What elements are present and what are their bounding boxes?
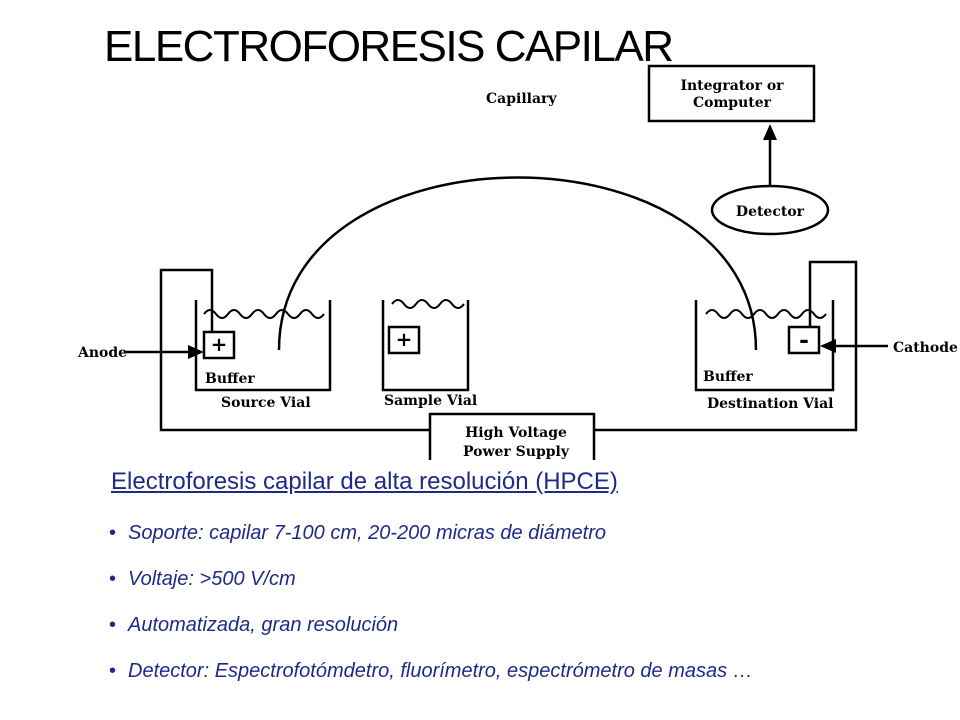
- bullet-list: • Soporte: capilar 7-100 cm, 20-200 micra…: [109, 518, 753, 702]
- sample-electrode: [387, 325, 421, 355]
- label-power-line1: High Voltage: [465, 425, 567, 441]
- label-capillary: Capillary: [486, 91, 557, 107]
- label-destination-vial: Destination Vial: [707, 396, 833, 412]
- label-cathode: Cathode: [893, 340, 958, 356]
- section-subtitle: Electroforesis capilar de alta resolució…: [111, 468, 618, 495]
- anode-plus-sign: +: [211, 332, 228, 356]
- sample-vial: [381, 300, 470, 392]
- label-integrator-line2: Computer: [693, 95, 772, 111]
- integrator-box: [647, 64, 816, 123]
- source-vial: [194, 300, 332, 392]
- bullet-marker: •: [109, 522, 117, 544]
- bullet-item: • Soporte: capilar 7-100 cm, 20-200 micra…: [109, 518, 753, 564]
- label-source-buffer: Buffer: [205, 371, 255, 387]
- bullet-item: • Detector: Espectrofotómdetro, fluorímet…: [109, 656, 753, 702]
- power-supply-box: [428, 412, 596, 460]
- sample-surface: [391, 299, 465, 309]
- cathode-arrow-head-icon: [820, 339, 836, 353]
- sample-plus-sign: +: [396, 327, 413, 351]
- bullet-marker: •: [109, 660, 117, 682]
- bullet-marker: •: [109, 614, 117, 636]
- bullet-item: • Voltaje: >500 V/cm: [109, 564, 753, 610]
- cathode-minus-sign: -: [799, 325, 809, 354]
- bullet-item: • Automatizada, gran resolución: [109, 610, 753, 656]
- bullet-text: Detector: Espectrofotómdetro, fluorímetr…: [128, 660, 753, 682]
- anode-arrow-head-icon: [188, 345, 204, 359]
- capillary-tube: [277, 176, 758, 351]
- slide-title: ELECTROFORESIS CAPILAR: [104, 22, 674, 71]
- anode-electrode: [202, 330, 236, 360]
- label-power-line2: Power Supply: [463, 444, 570, 460]
- label-anode: Anode: [77, 345, 127, 361]
- bullet-text: Soporte: capilar 7-100 cm, 20-200 micras…: [128, 522, 607, 544]
- bullet-text: Voltaje: >500 V/cm: [128, 568, 296, 590]
- label-source-vial: Source Vial: [221, 395, 311, 411]
- cathode-electrode: [787, 325, 821, 355]
- destination-buffer-surface: [705, 309, 827, 319]
- label-integrator-line1: Integrator or: [680, 78, 784, 94]
- capillary-electrophoresis-diagram: Capillary Integrator or Computer Detecto…: [77, 64, 958, 460]
- label-sample-vial: Sample Vial: [384, 393, 477, 409]
- source-buffer-surface: [203, 309, 325, 319]
- label-detector: Detector: [736, 204, 805, 220]
- bullet-text: Automatizada, gran resolución: [128, 614, 399, 636]
- arrow-head-up-icon: [763, 124, 777, 140]
- circuit-wire: [159, 260, 858, 432]
- bullet-marker: •: [109, 568, 117, 590]
- label-destination-buffer: Buffer: [703, 369, 753, 385]
